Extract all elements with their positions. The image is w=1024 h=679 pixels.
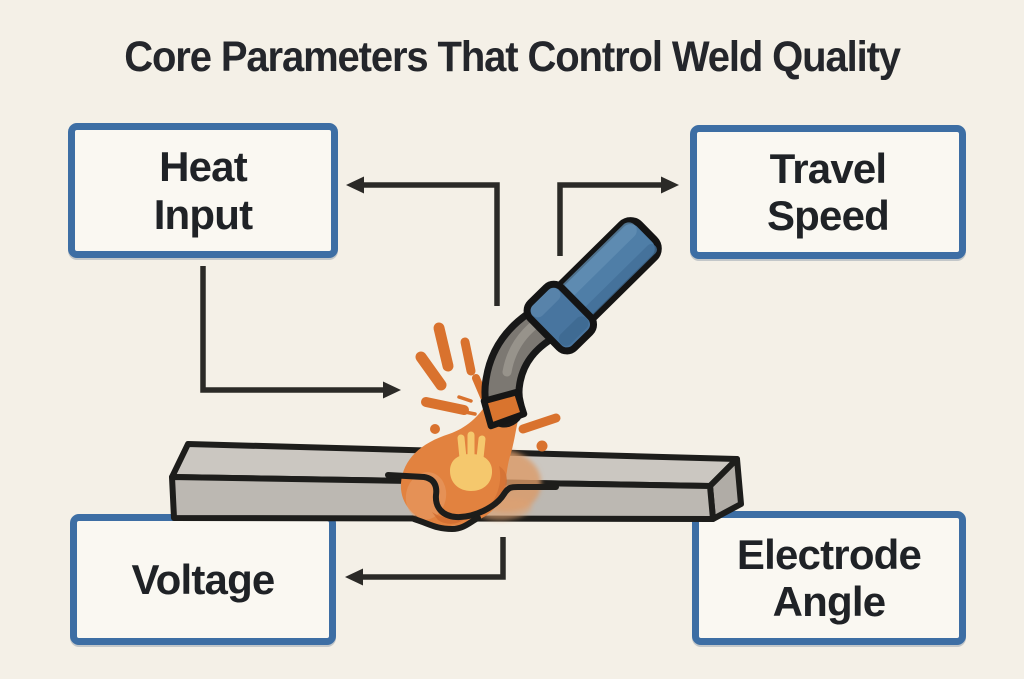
- node-label: Travel Speed: [766, 144, 890, 239]
- torch-collar: [523, 280, 598, 355]
- flame-core-icon: [450, 431, 493, 491]
- welding-torch-icon: [480, 217, 662, 430]
- weld-seam-outline: [385, 472, 559, 533]
- page-title: Core Parameters That Control Weld Qualit…: [0, 33, 1024, 82]
- arrow-to-travel-speed: [557, 176, 679, 256]
- torch-neck: [488, 304, 568, 421]
- torch-handle: [545, 217, 662, 333]
- node-heat-input: Heat Input: [68, 123, 338, 258]
- arrow-from-heat-input: [200, 266, 401, 399]
- node-label: Electrode Angle: [736, 530, 922, 625]
- node-label: Voltage: [131, 555, 276, 603]
- node-voltage: Voltage: [70, 514, 336, 645]
- sparks-icon: [415, 322, 561, 452]
- node-electrode-angle: Electrode Angle: [692, 511, 966, 645]
- weld-pool-icon: [400, 401, 520, 527]
- metal-plate-icon: [169, 441, 744, 522]
- node-travel-speed: Travel Speed: [690, 125, 966, 259]
- arrow-to-heat-input: [346, 176, 500, 306]
- torch-neck-outline: [481, 297, 575, 428]
- node-label: Heat Input: [153, 143, 253, 238]
- page-title-text: Core Parameters That Control Weld Qualit…: [124, 33, 901, 81]
- torch-nozzle: [480, 388, 528, 430]
- weld-glow: [470, 448, 542, 521]
- arrow-to-voltage: [345, 537, 506, 586]
